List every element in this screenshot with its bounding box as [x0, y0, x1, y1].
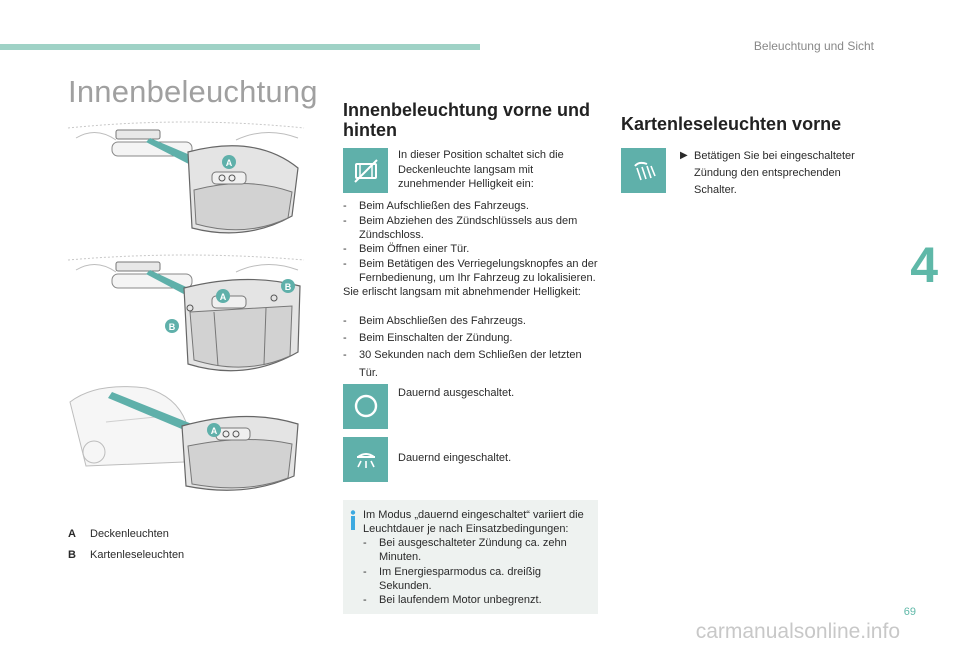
page-title: Innenbeleuchtung — [68, 74, 318, 109]
list-item: ▶ Betätigen Sie bei eingeschalteter Zünd… — [680, 148, 866, 199]
list-item-text: Im Energiesparmodus ca. dreißig Sekunden… — [379, 565, 542, 593]
list-item: -Beim Abschließen des Fahrzeugs. — [343, 313, 598, 330]
off-intro: Sie erlischt langsam mit abnehmender Hel… — [343, 286, 581, 299]
option-off-label: Dauernd ausgeschaltet. — [398, 386, 515, 399]
list-item-text: Beim Abziehen des Zündschlüssels aus dem… — [359, 214, 578, 241]
map-lights-drawing: A B B — [67, 254, 305, 372]
list-item: -Bei ausgeschalteter Zündung ca. zehn Mi… — [363, 536, 590, 565]
option-always-off: Dauernd ausgeschaltet. — [343, 383, 598, 429]
list-item-text: Beim Einschalten der Zündung. — [359, 332, 513, 345]
front-rear-lighting-section: Innenbeleuchtung vorne und hinten In die… — [343, 100, 598, 614]
map-lights-instruction: Betätigen Sie bei eingeschalteter Zündun… — [694, 150, 855, 197]
list-item-text: Beim Öffnen einer Tür. — [359, 243, 470, 256]
door-mode-row: In dieser Position schaltet sich die Dec… — [343, 148, 598, 194]
list-item-text: Beim Abschließen des Fahrzeugs. — [359, 315, 526, 328]
list-item: -Beim Einschalten der Zündung. — [343, 330, 598, 347]
list-item-text: Bei laufendem Motor unbegrenzt. — [379, 594, 542, 607]
list-item: -Bei laufendem Motor unbegrenzt. — [363, 594, 542, 607]
list-item: -30 Sekunden nach dem Schließen der letz… — [343, 347, 598, 381]
reading-lamp-icon — [621, 148, 666, 194]
legend-label: Deckenleuchten — [90, 528, 169, 540]
page-number: 69 — [903, 606, 916, 618]
circle-off-icon — [343, 383, 388, 429]
legend-row: B Kartenleseleuchten — [68, 549, 184, 561]
callout-b: B — [285, 282, 292, 292]
list-item-text: Beim Betätigen des Verriegelungsknopfes … — [359, 257, 598, 284]
callout-a: A — [211, 426, 218, 436]
list-item-text: 30 Sekunden nach dem Schließen der letzt… — [359, 349, 582, 379]
map-lights-section: Kartenleseleuchten vorne ▶ Betätigen Sie… — [621, 114, 866, 199]
on-conditions-list: -Beim Aufschließen des Fahrzeugs. -Beim … — [343, 199, 598, 285]
section-title: Beleuchtung und Sicht — [753, 39, 874, 53]
chapter-number: 4 — [910, 237, 938, 293]
illustration-front-dome-light: A — [66, 116, 306, 246]
list-item: -Beim Aufschließen des Fahrzeugs. — [343, 200, 529, 213]
legend-label: Kartenleseleuchten — [90, 549, 185, 561]
lamp-on-icon — [343, 436, 388, 482]
front-rear-heading: Innenbeleuchtung vorne und hinten — [343, 100, 590, 141]
list-item-text: Bei ausgeschalteter Zündung ca. zehn Min… — [379, 537, 567, 564]
callout-a: A — [226, 158, 233, 168]
arrow-bullet-icon: ▶ — [680, 150, 688, 162]
map-lights-heading: Kartenleseleuchten vorne — [621, 114, 842, 134]
legend: A Deckenleuchten B Kartenleseleuchten — [68, 528, 184, 570]
door-mode-intro: In dieser Position schaltet sich die Dec… — [398, 149, 564, 190]
callout-a: A — [220, 292, 227, 302]
list-item: -Beim Öffnen einer Tür. — [343, 243, 470, 256]
rear-dome-light-drawing: A — [69, 386, 299, 491]
info-note: Im Modus „dauernd eingeschaltet“ variier… — [343, 499, 598, 614]
legend-key: A — [68, 528, 76, 540]
option-on-label: Dauernd eingeschaltet. — [398, 451, 512, 464]
top-accent-bar — [0, 44, 480, 50]
list-item: -Beim Abziehen des Zündschlüssels aus de… — [343, 214, 598, 243]
list-item: -Im Energiesparmodus ca. dreißig Sekunde… — [363, 565, 590, 594]
info-icon — [350, 509, 356, 530]
option-always-on: Dauernd eingeschaltet. — [343, 436, 598, 482]
note-intro: Im Modus „dauernd eingeschaltet“ variier… — [363, 508, 584, 535]
list-item-text: Beim Aufschließen des Fahrzeugs. — [359, 200, 529, 213]
illustration-map-lights: A B B — [66, 252, 306, 384]
legend-row: A Deckenleuchten — [68, 528, 184, 540]
watermark: carmanualsonline.info — [695, 620, 900, 643]
door-lamp-icon — [343, 148, 388, 194]
illustration-rear-dome-light: A — [66, 382, 306, 500]
map-lights-instruction-wrap: ▶ Betätigen Sie bei eingeschalteter Zünd… — [680, 148, 866, 199]
callout-b: B — [169, 322, 176, 332]
front-dome-light-drawing: A — [67, 121, 305, 234]
map-lights-row: ▶ Betätigen Sie bei eingeschalteter Zünd… — [621, 148, 866, 199]
legend-key: B — [68, 549, 76, 561]
off-conditions-list: -Beim Abschließen des Fahrzeugs. -Beim E… — [343, 313, 598, 381]
list-item: -Beim Betätigen des Verriegelungsknopfes… — [343, 257, 598, 284]
